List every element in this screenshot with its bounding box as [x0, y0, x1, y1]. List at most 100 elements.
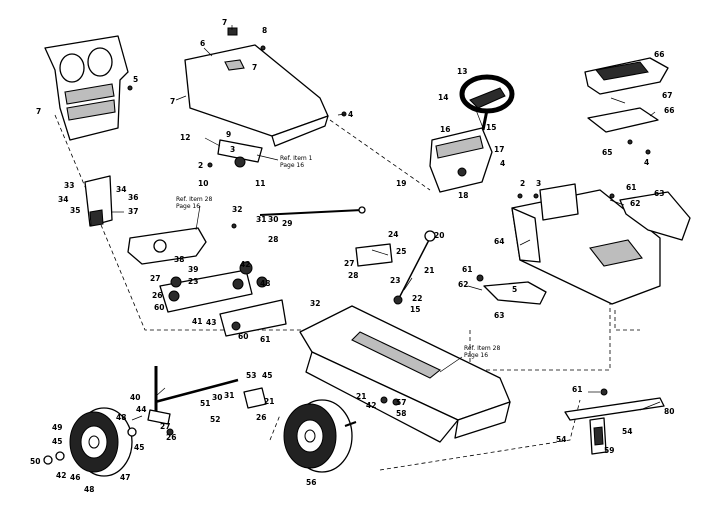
callout-63: 63 [654, 189, 664, 198]
callout-45: 45 [262, 371, 272, 380]
callout-61: 61 [462, 265, 472, 274]
callout-39: 39 [188, 265, 198, 274]
callout-4: 4 [500, 159, 505, 168]
callout-17: 17 [494, 145, 504, 154]
callout-38: 38 [174, 255, 184, 264]
callout-80: 80 [664, 407, 674, 416]
callout-3: 3 [536, 179, 541, 188]
callout-46: 46 [70, 473, 80, 482]
callout-61: 61 [626, 183, 636, 192]
callout-27: 27 [150, 274, 160, 283]
callout-7: 7 [222, 18, 227, 27]
dash-panel [429, 127, 493, 193]
callout-40: 40 [130, 393, 140, 402]
callout-32: 32 [232, 205, 242, 214]
front-axle-bracket [84, 175, 113, 227]
callout-15: 15 [486, 123, 496, 132]
callout-36: 36 [128, 193, 138, 202]
callout-54: 54 [622, 427, 632, 436]
callout-33: 33 [64, 181, 74, 190]
ref-hood-line2: Page 16 [280, 162, 304, 169]
fender-deck [511, 183, 661, 305]
callout-29: 29 [282, 219, 292, 228]
steering-support-plate [219, 299, 287, 337]
callout-21: 21 [264, 397, 274, 406]
callout-24: 24 [388, 230, 398, 239]
callout-19: 19 [396, 179, 406, 188]
callout-45: 45 [52, 437, 62, 446]
callout-26: 26 [166, 433, 176, 442]
callout-61: 61 [260, 335, 270, 344]
callout-26: 26 [256, 413, 266, 422]
callout-41: 41 [192, 317, 202, 326]
callout-44: 44 [136, 405, 146, 414]
ref-hood-line1: Ref. Item 1 [280, 155, 313, 162]
front-wheel [69, 407, 133, 477]
rear-fender [619, 191, 691, 241]
callout-43: 43 [206, 318, 216, 327]
callout-48: 48 [116, 413, 126, 422]
callout-6: 6 [200, 39, 205, 48]
main-frame [299, 305, 511, 443]
callout-47: 47 [120, 473, 130, 482]
wheel-guide [269, 414, 281, 441]
callout-14: 14 [438, 93, 448, 102]
callout-8: 8 [262, 26, 267, 35]
callout-11: 11 [255, 179, 265, 188]
callouts: 7 8 6 7 5 7 4 7 12 9 3 2 10 11 13 14 15 … [30, 18, 674, 494]
axle-pivot-assembly [127, 227, 207, 265]
callout-42: 42 [56, 471, 66, 480]
callout-30: 30 [268, 215, 278, 224]
callout-48: 48 [260, 279, 270, 288]
callout-34: 34 [116, 185, 126, 194]
hood-pivot-bracket [217, 139, 263, 168]
callout-30: 30 [212, 393, 222, 402]
hood-to-dash-guide [329, 119, 431, 191]
callout-62: 62 [458, 280, 468, 289]
pedal-bracket [483, 281, 547, 305]
callout-65: 65 [602, 148, 612, 157]
callout-21: 21 [424, 266, 434, 275]
callout-23: 23 [390, 276, 400, 285]
ref-frame-line1: Ref. Item 28 [464, 345, 500, 352]
callout-7: 7 [170, 97, 175, 106]
callout-22: 22 [412, 294, 422, 303]
callout-31: 31 [224, 391, 234, 400]
seat [584, 57, 669, 95]
callout-62: 62 [630, 199, 640, 208]
callout-48: 48 [84, 485, 94, 494]
rear-wheel [283, 399, 353, 473]
reference-notes: Ref. Item 1 Page 16 Ref. Item 28 Page 16… [176, 155, 500, 359]
leader-lines [112, 25, 661, 421]
callout-18: 18 [458, 191, 468, 200]
callout-7: 7 [252, 63, 257, 72]
callout-16: 16 [440, 125, 450, 134]
callout-28: 28 [348, 271, 358, 280]
steering-spindle [147, 366, 171, 425]
callout-32: 32 [310, 299, 320, 308]
hood [184, 27, 329, 147]
tie-rod [154, 378, 239, 404]
callout-2: 2 [520, 179, 525, 188]
right-spindle [243, 387, 267, 409]
steering-wheel [459, 74, 515, 131]
callout-52: 52 [210, 415, 220, 424]
callout-3: 3 [230, 145, 235, 154]
callout-49: 49 [52, 423, 62, 432]
front-hub-parts [43, 427, 137, 465]
ref-axle-line2: Page 16 [176, 203, 200, 210]
callout-20: 20 [434, 231, 444, 240]
rear-guide [614, 310, 640, 331]
callout-66: 66 [664, 106, 674, 115]
callout-50: 50 [30, 457, 40, 466]
shift-bracket [355, 243, 393, 267]
callout-5: 5 [133, 75, 138, 84]
grille-assembly [44, 35, 129, 141]
callout-7: 7 [36, 107, 41, 116]
callout-31: 31 [256, 215, 266, 224]
callout-54: 54 [556, 435, 566, 444]
callout-42: 42 [366, 401, 376, 410]
callout-59: 59 [604, 446, 614, 455]
